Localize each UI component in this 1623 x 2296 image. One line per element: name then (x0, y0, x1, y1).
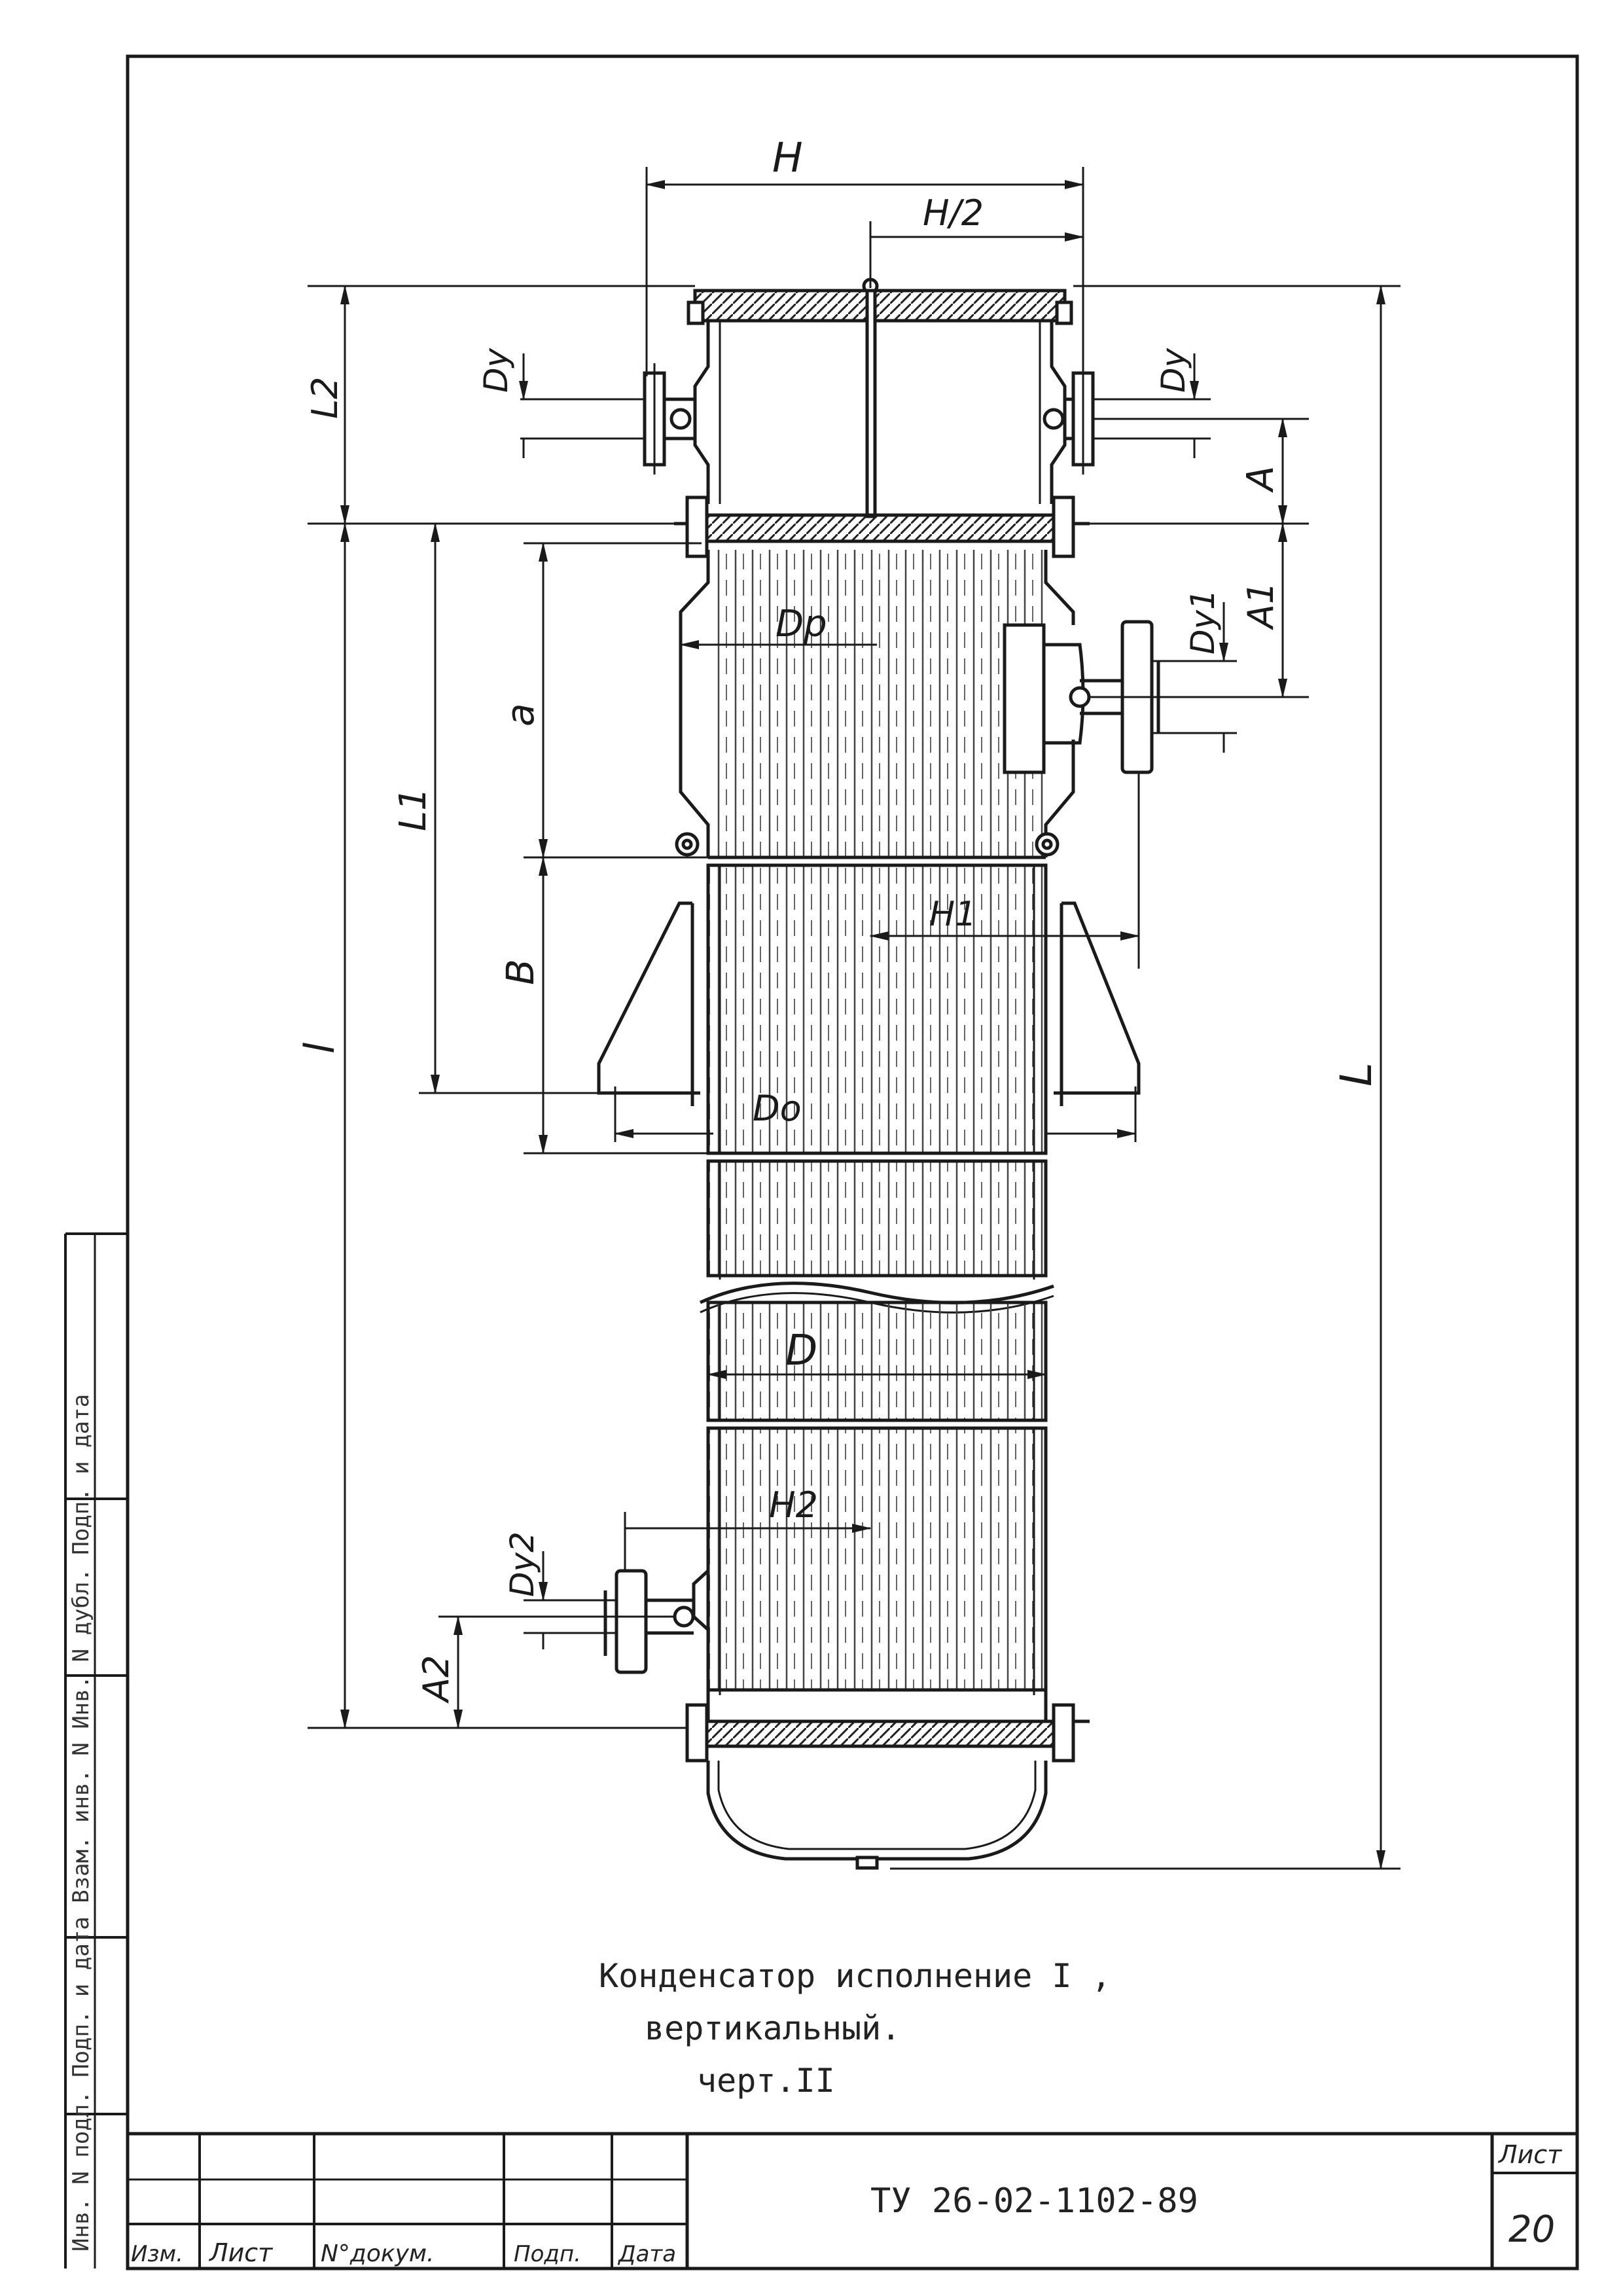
sheet-frame (64, 54, 1579, 2270)
label-l: l (296, 1043, 344, 1054)
label-A2: A2 (416, 1655, 457, 1704)
condenser-vessel (597, 278, 1160, 1870)
tb-col-sign: Подп. (514, 2241, 581, 2267)
lower-tube-sheet (700, 1719, 1060, 1748)
support-left (597, 901, 700, 1095)
tb-col-doc: N°докум. (321, 2240, 435, 2267)
label-B: B (498, 959, 543, 985)
upper-tube-sheet (700, 513, 1060, 543)
label-H1: H1 (929, 895, 976, 934)
label-Dy2: Dy2 (503, 1532, 541, 1597)
label-Do: Do (753, 1088, 802, 1129)
dimension-labels: H H/2 L2 Dy Dy A A1 Dy1 Dp a L1 l B H1 D… (296, 134, 1382, 1704)
caption-line-3: черт.II (697, 2062, 835, 2100)
nozzle-top-left (643, 363, 695, 475)
label-L: L (1331, 1062, 1382, 1086)
label-Dy1: Dy1 (1184, 589, 1222, 655)
label-A1: A1 (1240, 582, 1281, 630)
label-Dy-right: Dy (1154, 347, 1192, 393)
caption-line-2: вертикальный. (645, 2009, 901, 2047)
tb-sheet-number: 20 (1508, 2208, 1555, 2251)
label-H2: H2 (769, 1484, 818, 1526)
nozzle-dy2 (603, 1569, 709, 1674)
label-a: a (498, 703, 543, 726)
title-block (128, 2132, 1577, 2269)
top-cover (693, 289, 1067, 323)
tb-document-code: ТУ 26-02-1102-89 (870, 2181, 1198, 2221)
support-right (1054, 901, 1141, 1095)
label-H-half: H/2 (923, 192, 984, 234)
tb-sheet-label: Лист (1497, 2140, 1563, 2169)
bottom-head (706, 1761, 1048, 1861)
caption-line-1: Конденсатор исполнение I , (599, 1957, 1111, 1995)
nozzle-top-right (1043, 363, 1095, 475)
label-A: A (1240, 466, 1282, 493)
label-L2: L2 (304, 377, 346, 419)
label-H: H (772, 134, 803, 181)
label-Dp: Dp (776, 603, 827, 645)
tb-col-izm: Изм. (131, 2241, 183, 2267)
dimension-lines (308, 167, 1400, 1870)
label-L1: L1 (392, 787, 435, 831)
label-Dy-left: Dy (477, 347, 515, 393)
label-D: D (785, 1327, 817, 1375)
tb-col-list: Лист (208, 2238, 274, 2267)
side-stamp-text: Инв. N подл. Подп. и дата Взам. инв. N И… (68, 1394, 94, 2251)
tb-col-date: Дата (617, 2241, 676, 2267)
